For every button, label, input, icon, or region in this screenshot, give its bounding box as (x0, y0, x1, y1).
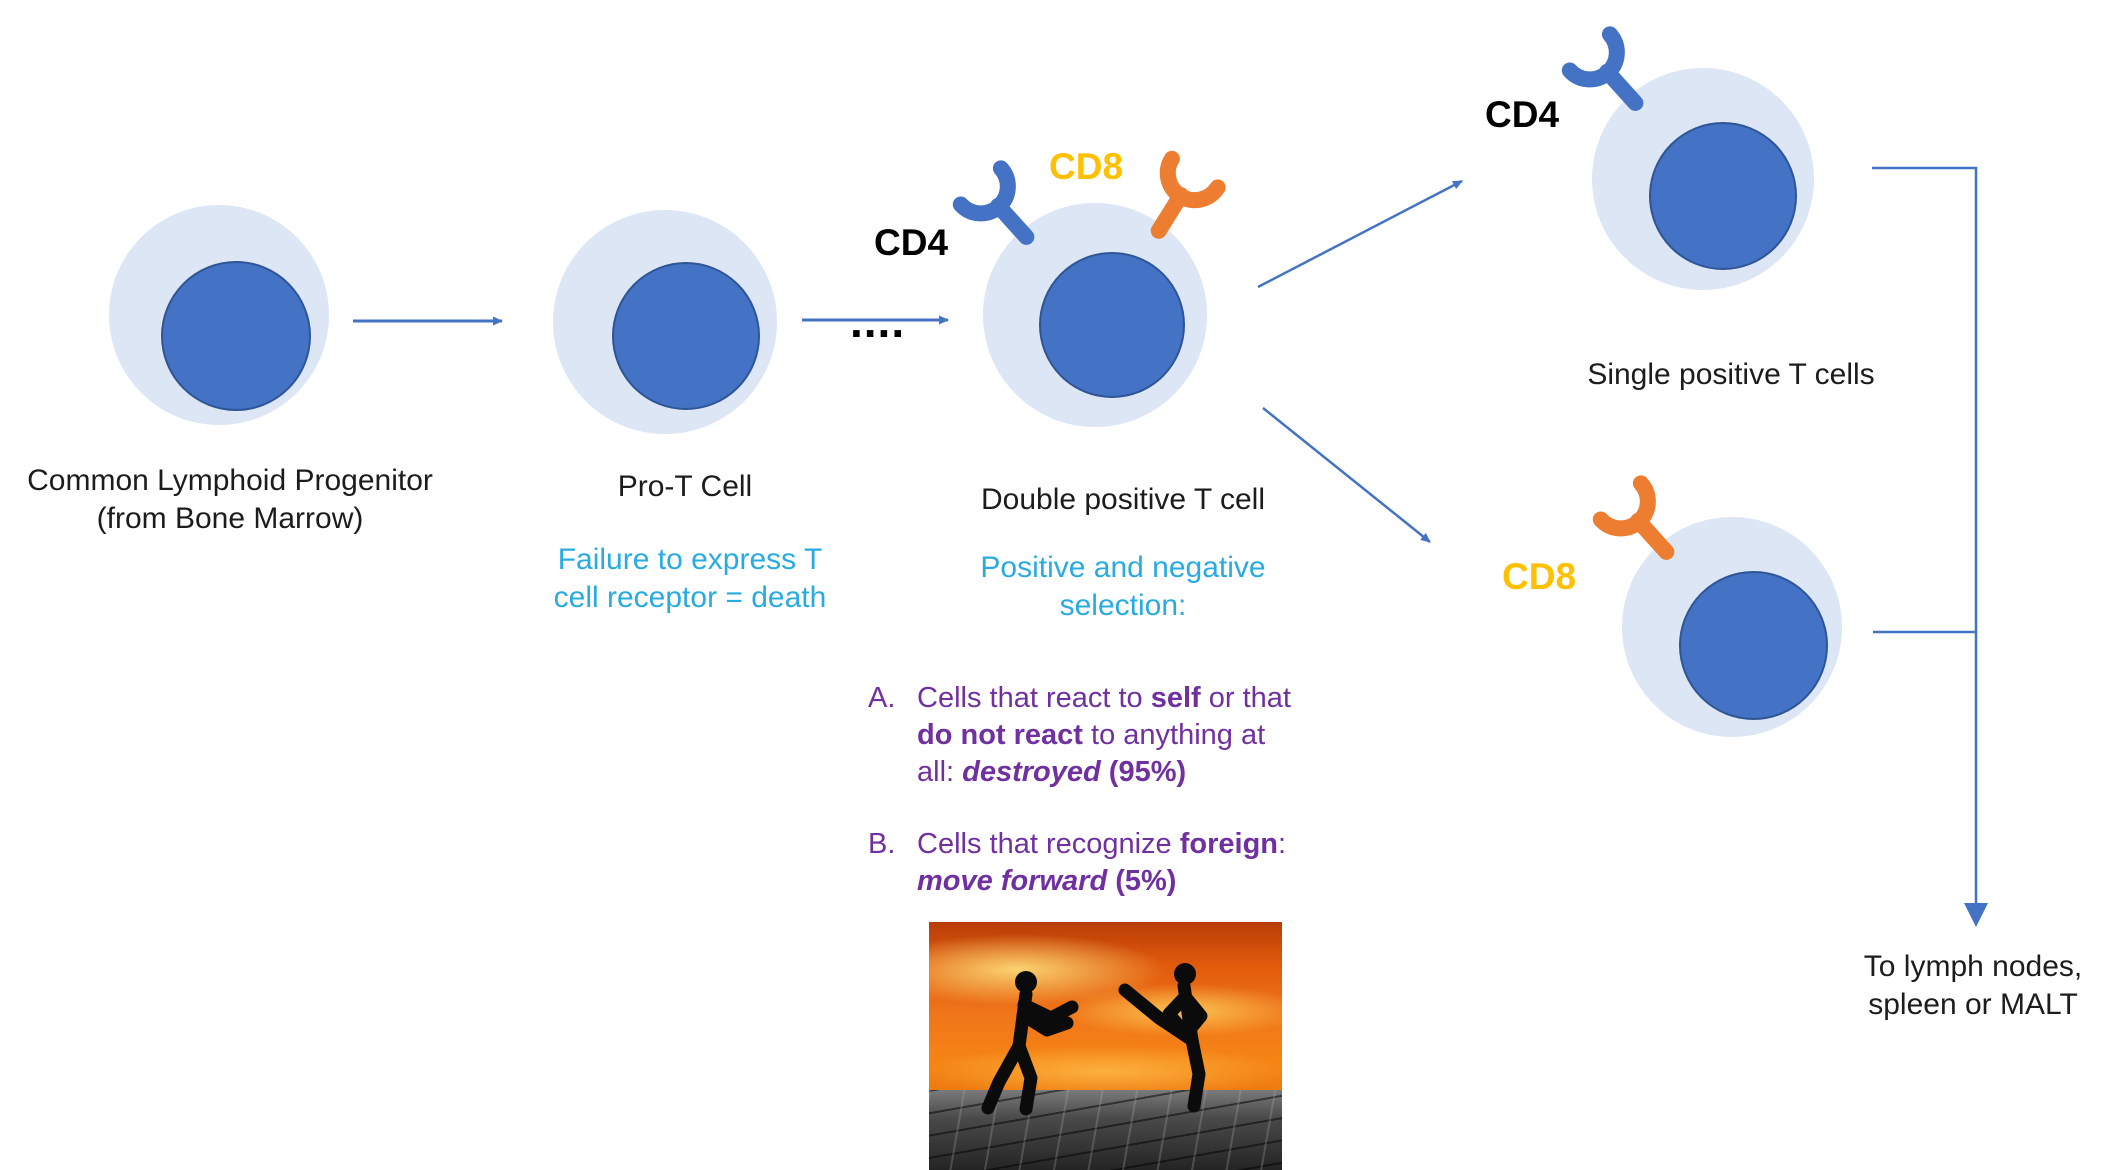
note-failure-to-express: Failure to express T cell receptor = dea… (553, 543, 827, 614)
label-common-lymphoid-progenitor: Common Lymphoid Progenitor (from Bone Ma… (27, 464, 433, 535)
label-double-positive: Double positive T cell (980, 483, 1266, 516)
sunset-sky (929, 922, 1282, 1092)
label-to-lymph-nodes: To lymph nodes, spleen or MALT (1863, 950, 2083, 1021)
cd4-label-single-positive: CD4 (1485, 94, 1560, 135)
cell-pro-t (553, 210, 777, 434)
caption-single-positive-t-cells: Single positive T cells (1587, 358, 1875, 391)
cd8-label-double-positive: CD8 (1049, 146, 1124, 187)
cell-nucleus (1649, 122, 1797, 270)
fight-image (929, 922, 1282, 1170)
selection-item-a-letter: A. (868, 682, 896, 714)
text-segment: (95%) (1100, 756, 1187, 788)
arrow-dp-to-cd4 (1257, 179, 1463, 289)
text-segment: Cells that recognize (917, 828, 1180, 860)
note-positive-negative-selection: Positive and negative selection: (980, 551, 1266, 622)
selection-item-b-letter: B. (868, 828, 896, 860)
text-segment: (5%) (1107, 865, 1177, 897)
text-segment: do not react (917, 719, 1083, 751)
cell-common-lymphoid-progenitor (109, 205, 329, 425)
cell-single-positive-cd8 (1622, 517, 1842, 737)
arrow-dp-to-cd8 (1262, 407, 1431, 543)
text-segment: foreign (1179, 828, 1279, 860)
text-segment: : (1278, 828, 1287, 860)
cd4-label-double-positive: CD4 (874, 222, 949, 263)
cd8-label-single-positive: CD8 (1502, 556, 1577, 597)
text-segment: Cells that react to (917, 682, 1151, 714)
arrowhead-to-lymph (1964, 903, 1988, 927)
text-segment: to anything at all: (917, 719, 1266, 788)
selection-item-b: B. Cells that recognize foreign: move fo… (868, 826, 1417, 900)
selection-item-b-text: Cells that recognize foreign: move forwa… (917, 826, 1417, 900)
cell-double-positive (983, 203, 1207, 427)
cell-nucleus (612, 262, 760, 410)
text-segment: move forward (917, 865, 1108, 897)
text-segment: destroyed (962, 756, 1101, 788)
text-segment: or that (1208, 682, 1291, 714)
text-segment: self (1150, 682, 1201, 714)
transition-dots: .... (850, 295, 906, 347)
selection-item-a-text: Cells that react to self or that do not … (917, 680, 1417, 791)
cell-nucleus (1679, 571, 1828, 720)
cell-single-positive-cd4 (1592, 68, 1814, 290)
bracket-line (1872, 166, 1978, 905)
cell-nucleus (1039, 252, 1185, 398)
label-pro-t-cell: Pro-T Cell (617, 470, 753, 503)
cell-nucleus (161, 261, 311, 411)
selection-item-a: A. Cells that react to self or that do n… (868, 680, 1417, 791)
fighters-silhouette (981, 963, 1208, 1116)
